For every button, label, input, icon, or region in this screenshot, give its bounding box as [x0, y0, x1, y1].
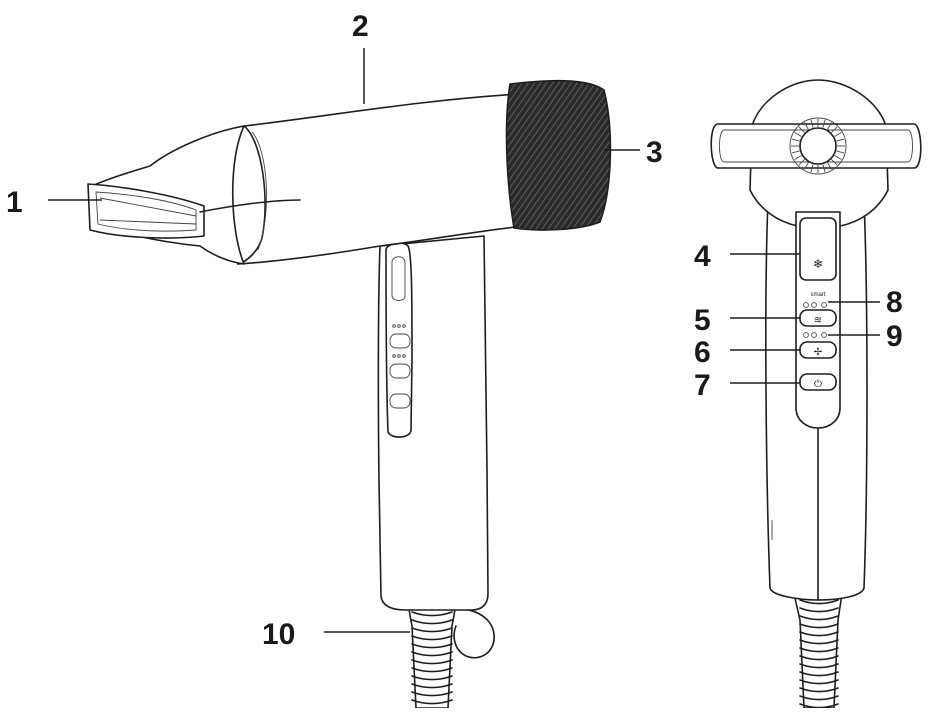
- fan-blade: [836, 138, 845, 142]
- fan-blade: [791, 138, 800, 142]
- indicator-caption: smart: [811, 292, 826, 298]
- callout-6: 6: [694, 336, 711, 369]
- callout-1: 1: [6, 186, 23, 219]
- cord-coil: [799, 599, 839, 605]
- fan-blade: [794, 155, 802, 160]
- cord-coil: [799, 647, 839, 653]
- callout-labels: 1 2 3 4 5 6 7 8 9 10: [6, 10, 903, 651]
- fan-blade: [822, 119, 826, 128]
- cord-coil: [411, 627, 453, 633]
- power-button: [799, 373, 837, 391]
- front-cord: [793, 593, 843, 709]
- power-icon: ⏻: [814, 379, 822, 390]
- cord-coil: [411, 635, 453, 641]
- cool-shot-button: [799, 217, 837, 281]
- callout-7: 7: [694, 369, 711, 402]
- callout-5: 5: [694, 304, 711, 337]
- cord-coil: [411, 659, 453, 665]
- fan-blade: [798, 126, 805, 133]
- fan-blade: [804, 162, 809, 170]
- cord-coil: [411, 683, 453, 689]
- callout-3: 3: [646, 136, 663, 169]
- cord-coil: [799, 615, 839, 621]
- fan-blade: [836, 150, 845, 154]
- fan-blade: [831, 159, 838, 166]
- fan-blade: [810, 164, 814, 173]
- leader-lines: [48, 48, 880, 633]
- fan-blade: [791, 150, 800, 154]
- fan-blade: [794, 132, 802, 137]
- fan-blade: [827, 122, 832, 130]
- cord-coil: [411, 691, 453, 697]
- cord-coil: [411, 667, 453, 673]
- fan-blade: [834, 132, 842, 137]
- cord-coil: [411, 643, 453, 649]
- cord-coil: [411, 619, 453, 625]
- callout-4: 4: [694, 240, 711, 273]
- cord-coil: [799, 639, 839, 645]
- heat-waves-icon: ≋: [814, 315, 822, 326]
- front-view: ❄ smart ≋ ✢ ⏻: [710, 79, 922, 709]
- snowflake-icon: ❄: [813, 257, 823, 271]
- fan-blade: [831, 126, 838, 133]
- cord-coil: [799, 679, 839, 685]
- fan-icon: ✢: [814, 347, 822, 358]
- cord-coil: [799, 607, 839, 613]
- fan-blade: [804, 122, 809, 130]
- cord-coil: [411, 675, 453, 681]
- fan-blade: [834, 155, 842, 160]
- side-rear-ring: [505, 79, 612, 231]
- cord-coil: [799, 655, 839, 661]
- side-button-strip: [385, 242, 413, 438]
- cord-coil: [799, 631, 839, 637]
- side-view: [87, 79, 612, 709]
- cord-coil: [799, 687, 839, 693]
- cord-coil: [411, 611, 453, 617]
- fan-blade: [810, 119, 814, 128]
- cord-coil: [799, 671, 839, 677]
- callout-9: 9: [886, 320, 903, 353]
- cord-coil: [799, 663, 839, 669]
- callout-8: 8: [886, 286, 903, 319]
- fan-blade: [822, 164, 826, 173]
- callout-2: 2: [352, 10, 369, 43]
- side-cord: [407, 603, 495, 709]
- fan-blade: [798, 159, 805, 166]
- cord-coil: [799, 695, 839, 701]
- callout-10: 10: [262, 618, 295, 651]
- cord-coil: [411, 699, 453, 705]
- cord-coil: [411, 651, 453, 657]
- fan-blade: [827, 162, 832, 170]
- cord-coil: [799, 623, 839, 629]
